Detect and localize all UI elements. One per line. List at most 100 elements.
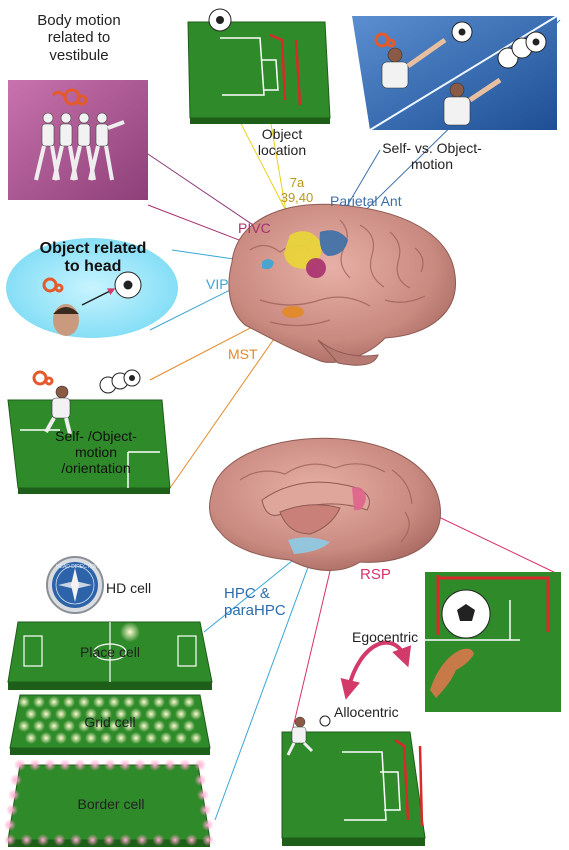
body-motion-panel xyxy=(8,80,148,200)
player-figure-lower xyxy=(443,77,502,126)
grid-firing-field xyxy=(25,708,37,720)
border-firing-field xyxy=(86,834,99,846)
border-firing-field xyxy=(37,834,49,846)
grid-firing-field xyxy=(123,696,135,708)
medial-brain xyxy=(209,437,441,571)
grid-firing-field xyxy=(168,696,180,708)
grid-firing-field xyxy=(70,732,82,744)
grid-firing-field xyxy=(100,732,112,744)
player-jumping xyxy=(44,385,72,435)
brain-sulci xyxy=(249,219,426,327)
grid-firing-field xyxy=(115,732,127,744)
grid-firing-field xyxy=(190,708,202,720)
border-firing-field xyxy=(89,759,101,771)
label-self-object-orientation: Self- /Object- motion /orientation xyxy=(36,428,156,476)
compass-face-text: HEAD DIRECTION xyxy=(56,564,99,570)
border-firing-field xyxy=(70,834,82,846)
allocentric-field xyxy=(281,715,426,846)
grid-firing-field xyxy=(33,720,45,732)
border-cell-field xyxy=(4,759,214,847)
border-firing-field xyxy=(196,789,209,801)
border-firing-field xyxy=(4,834,16,846)
compass-icon xyxy=(46,556,104,614)
grid-firing-field xyxy=(48,696,60,708)
grid-firing-field xyxy=(70,708,82,720)
grid-firing-field xyxy=(183,720,195,732)
brain-region-overlays xyxy=(262,230,348,318)
grid-firing-field xyxy=(130,732,142,744)
grid-firing-field xyxy=(40,732,52,744)
grid-firing-field xyxy=(40,708,52,720)
ball-sequence-icon xyxy=(497,31,547,69)
label-self-vs-object-line-2: motion xyxy=(410,156,454,173)
soccer-ball-icon xyxy=(441,589,491,639)
label-object-location-line-2: location xyxy=(257,142,307,159)
vestibule-icon xyxy=(42,277,64,293)
border-firing-field xyxy=(194,774,207,786)
label-mst: MST xyxy=(228,346,258,362)
grid-firing-field xyxy=(138,696,150,708)
border-firing-field xyxy=(74,759,86,771)
grid-firing-field xyxy=(108,696,120,708)
vestibule-icon xyxy=(51,88,88,106)
label-self-vs-object-line-1: Self- vs. Object- xyxy=(382,140,482,156)
object-location-field xyxy=(187,8,331,124)
border-firing-field xyxy=(44,759,56,771)
grid-firing-field xyxy=(160,708,172,720)
border-firing-field xyxy=(134,759,146,771)
border-firing-field xyxy=(59,759,71,771)
border-firing-field xyxy=(194,759,206,771)
grid-firing-field xyxy=(63,696,75,708)
label-body-motion-line-3: vestibule xyxy=(49,46,109,64)
label-allocentric: Allocentric xyxy=(334,704,399,720)
label-hd-cell: HD cell xyxy=(106,580,152,596)
vestibule-icon xyxy=(32,370,54,386)
grid-firing-field xyxy=(168,720,180,732)
vestibule-icon xyxy=(374,32,396,48)
label-orientation-line-2: motion xyxy=(74,444,118,461)
grid-cell-field xyxy=(9,694,211,755)
head-portrait xyxy=(53,304,79,336)
border-firing-field xyxy=(201,819,214,831)
border-firing-field xyxy=(20,834,33,846)
grid-firing-field xyxy=(115,708,127,720)
egocentric-panel xyxy=(425,572,561,712)
label-body-motion-line-2: related to xyxy=(47,29,111,47)
grid-firing-field xyxy=(100,708,112,720)
grid-firing-field xyxy=(33,696,45,708)
border-firing-field xyxy=(6,804,18,816)
label-orientation-line-1: Self- /Object- xyxy=(55,428,137,444)
grid-firing-field xyxy=(25,732,37,744)
connector-lines-bottom xyxy=(203,507,561,821)
grid-firing-field xyxy=(78,696,90,708)
label-self-vs-object: Self- vs. Object- motion xyxy=(362,140,502,172)
grid-firing-field xyxy=(145,732,157,744)
hand-reaching xyxy=(430,648,474,698)
grid-firing-field xyxy=(85,708,97,720)
border-firing-field xyxy=(164,759,176,771)
self-object-field xyxy=(7,369,171,494)
border-firing-field xyxy=(149,759,161,771)
grid-firing-field xyxy=(175,708,187,720)
place-cell-field xyxy=(7,621,213,690)
player-kicking xyxy=(286,716,314,756)
grid-firing-field xyxy=(130,708,142,720)
label-hpc-line-2: paraHPC xyxy=(224,602,286,620)
label-hpc-line-1: HPC & xyxy=(224,585,270,602)
grid-firing-field xyxy=(160,732,172,744)
connector-lines-top xyxy=(141,19,561,489)
label-pivc: PIVC xyxy=(238,220,271,236)
running-player-sequence xyxy=(34,112,125,181)
border-firing-fields xyxy=(4,759,214,846)
grid-firing-field xyxy=(55,732,67,744)
border-firing-field xyxy=(169,834,181,846)
label-orientation-line-3: /orientation xyxy=(61,460,131,477)
border-firing-field xyxy=(136,834,148,846)
label-area-7a: 7a 39,40 xyxy=(276,175,318,206)
grid-firing-field xyxy=(48,720,60,732)
label-body-motion: Body motion related to vestibule xyxy=(14,12,144,64)
border-firing-field xyxy=(10,774,22,786)
ego-allo-arrow xyxy=(340,640,412,700)
